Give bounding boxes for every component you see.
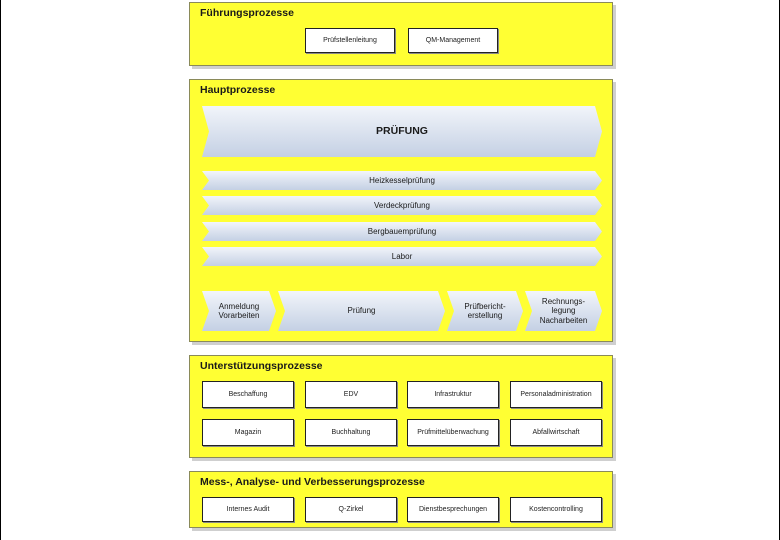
process-box-infrastruktur: Infrastruktur bbox=[407, 381, 499, 408]
process-band-bergbau: Bergbauemprüfung bbox=[202, 222, 602, 241]
group-title: Mess-, Analyse- und Verbesserungsprozess… bbox=[200, 476, 425, 488]
band-label: Labor bbox=[391, 251, 413, 261]
process-box-qm-management: QM-Management bbox=[408, 28, 498, 53]
step-arrow-anmeldung: Anmeldung Vorarbeiten bbox=[202, 291, 276, 331]
process-band-verdeck: Verdeckprüfung bbox=[202, 196, 602, 215]
main-process-label: PRÜFUNG bbox=[376, 125, 428, 138]
process-box-edv: EDV bbox=[305, 381, 397, 408]
process-box-dienstbesprechungen: Dienstbesprechungen bbox=[407, 497, 499, 522]
process-box-q-zirkel: Q-Zirkel bbox=[305, 497, 397, 522]
hauptprozesse-group: Hauptprozesse PRÜFUNG Heizkesselprüfung … bbox=[189, 79, 613, 342]
process-box-magazin: Magazin bbox=[202, 419, 294, 446]
page-edge-left bbox=[0, 0, 1, 540]
main-process-arrow: PRÜFUNG bbox=[202, 106, 602, 157]
process-box-beschaffung: Beschaffung bbox=[202, 381, 294, 408]
step-label: Prüfbericht- erstellung bbox=[464, 301, 506, 320]
step-arrow-rechnungslegung: Rechnungs- legung Nacharbeiten bbox=[525, 291, 602, 331]
band-label: Bergbauemprüfung bbox=[367, 226, 437, 236]
fuehrungsprozesse-group: Führungsprozesse Prüfstellenleitung QM-M… bbox=[189, 2, 613, 66]
step-label: Anmeldung Vorarbeiten bbox=[218, 301, 260, 320]
step-label: Rechnungs- legung Nacharbeiten bbox=[539, 297, 588, 325]
group-title: Hauptprozesse bbox=[200, 84, 276, 96]
process-box-buchhaltung: Buchhaltung bbox=[305, 419, 397, 446]
process-box-internes-audit: Internes Audit bbox=[202, 497, 294, 522]
process-box-personaladministration: Personaladministration bbox=[510, 381, 602, 408]
mess-analyse-verbesserungsprozesse-group: Mess-, Analyse- und Verbesserungsprozess… bbox=[189, 471, 613, 528]
unterstuetzungsprozesse-group: Unterstützungsprozesse Beschaffung EDV I… bbox=[189, 355, 613, 458]
process-band-heizkessel: Heizkesselprüfung bbox=[202, 171, 602, 190]
step-arrow-pruefung: Prüfung bbox=[278, 291, 445, 331]
band-label: Verdeckprüfung bbox=[373, 200, 431, 210]
process-box-pruefmittelueberwachung: Prüfmittelüberwachung bbox=[407, 419, 499, 446]
step-label: Prüfung bbox=[347, 306, 376, 316]
group-title: Unterstützungsprozesse bbox=[200, 360, 323, 372]
process-box-pruefstellenleitung: Prüfstellenleitung bbox=[305, 28, 395, 53]
step-arrow-pruefbericht: Prüfbericht- erstellung bbox=[447, 291, 523, 331]
process-box-abfallwirtschaft: Abfallwirtschaft bbox=[510, 419, 602, 446]
process-box-kostencontrolling: Kostencontrolling bbox=[510, 497, 602, 522]
band-label: Heizkesselprüfung bbox=[369, 175, 435, 185]
process-band-labor: Labor bbox=[202, 247, 602, 266]
group-title: Führungsprozesse bbox=[200, 7, 294, 19]
